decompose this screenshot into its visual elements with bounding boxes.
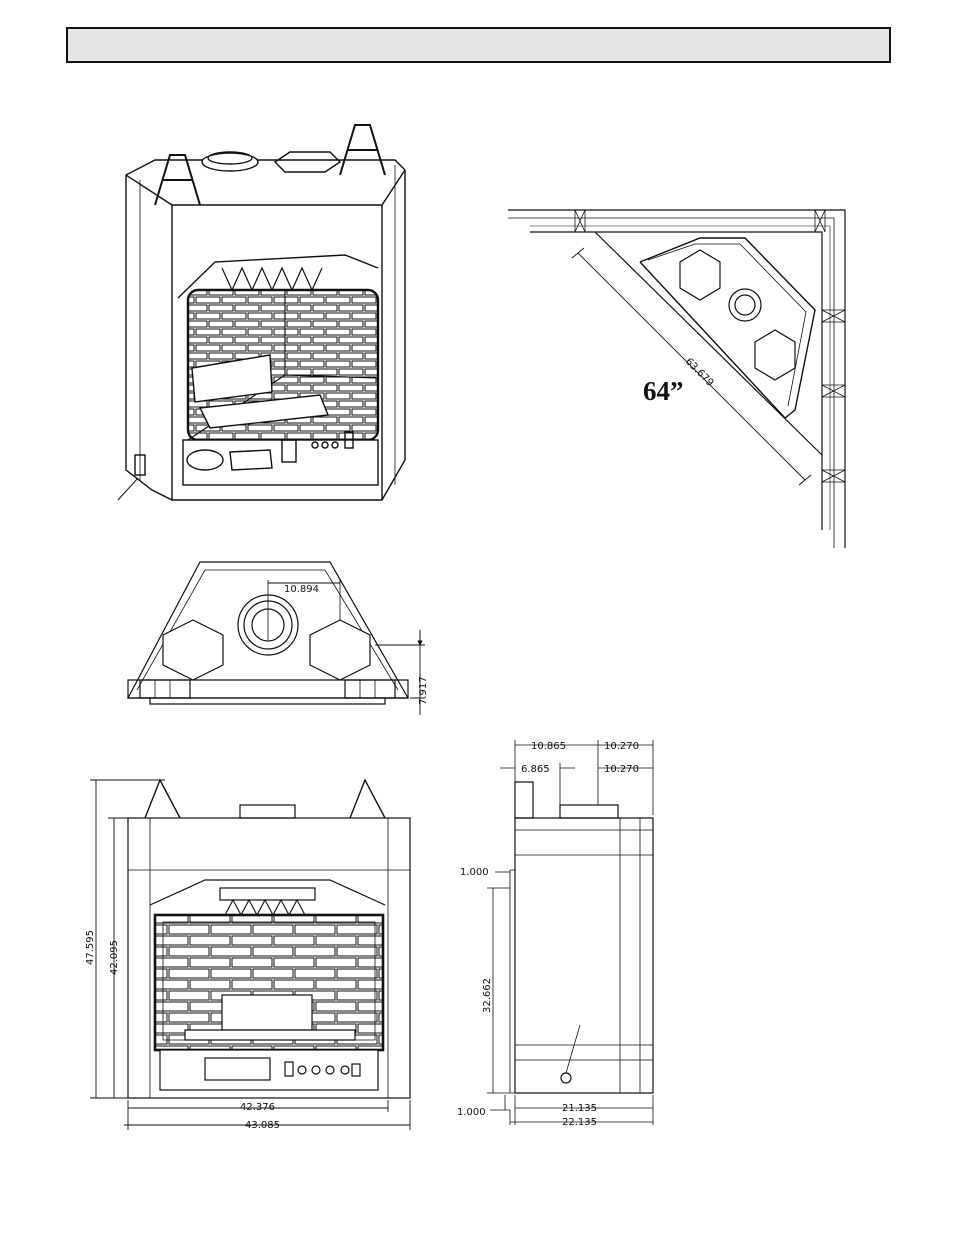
front-view: 47.595 42.095 42.376 43.085 [85,778,411,1131]
overall-height-dim: 47.595 [85,930,96,965]
top-view: 10.894 7.917 [127,561,429,715]
top-depth-dim: 7.917 [418,676,429,705]
corner-size-label: 64” [643,376,684,406]
mid-height-dim: 32.662 [482,978,493,1013]
flue-offset-dim: 10.894 [284,584,319,595]
outer-width-dim: 43.085 [245,1120,280,1131]
inner-width-dim: 42.376 [240,1102,275,1113]
diagonal-dim-label: 63.679 [683,356,716,389]
side-top-dim-1: 10.865 [531,741,566,752]
lower-offset-dim: 1.000 [457,1107,486,1118]
depth-outer-dim: 22.135 [562,1117,597,1128]
corner-install-view: 63.679 64” [508,209,846,548]
body-height-dim: 42.095 [109,940,120,975]
side-top-dim-2: 10.270 [604,741,639,752]
isometric-view [117,124,406,501]
depth-inner-dim: 21.135 [562,1103,597,1114]
header-bar [66,27,891,63]
side-top-dim-4: 10.270 [604,764,639,775]
upper-offset-dim: 1.000 [460,867,489,878]
side-view: 10.865 10.270 6.865 10.270 1.000 32.662 … [457,740,654,1128]
side-top-dim-3: 6.865 [521,764,550,775]
